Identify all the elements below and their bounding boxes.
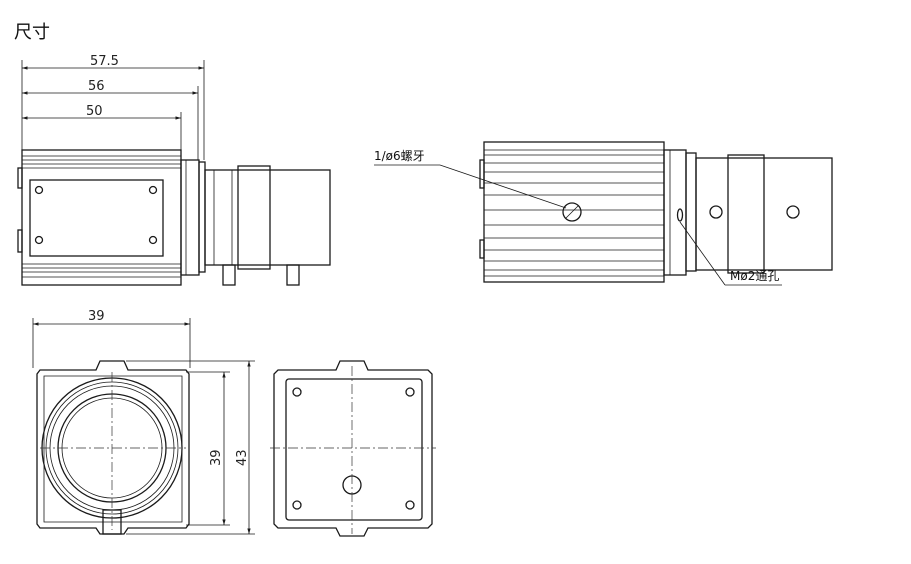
page-title: 尺寸 [14, 22, 50, 43]
dim-outer-height: 43 [235, 449, 250, 466]
rear-side-view: 1/ø6螺牙 Mø2通孔 [374, 141, 833, 286]
label-hole: Mø2通孔 [730, 269, 779, 283]
back-plate [285, 378, 423, 521]
dim-body: 50 [86, 104, 103, 119]
dim-inner-height: 39 [209, 449, 224, 466]
back-view [270, 360, 436, 537]
side-plate [29, 179, 164, 257]
dim-overall: 57.5 [90, 54, 119, 69]
dim-width: 39 [88, 309, 105, 324]
front-view: 39 39 43 [32, 309, 255, 535]
side-view: 57.5 56 50 [17, 54, 331, 286]
camera-body-side [21, 149, 182, 286]
thread-hole [562, 202, 582, 222]
back-outline [273, 360, 433, 537]
label-thread: 1/ø6螺牙 [374, 149, 425, 163]
dim-mid: 56 [88, 79, 105, 94]
lens-side [204, 169, 331, 266]
front-outline [36, 360, 190, 535]
